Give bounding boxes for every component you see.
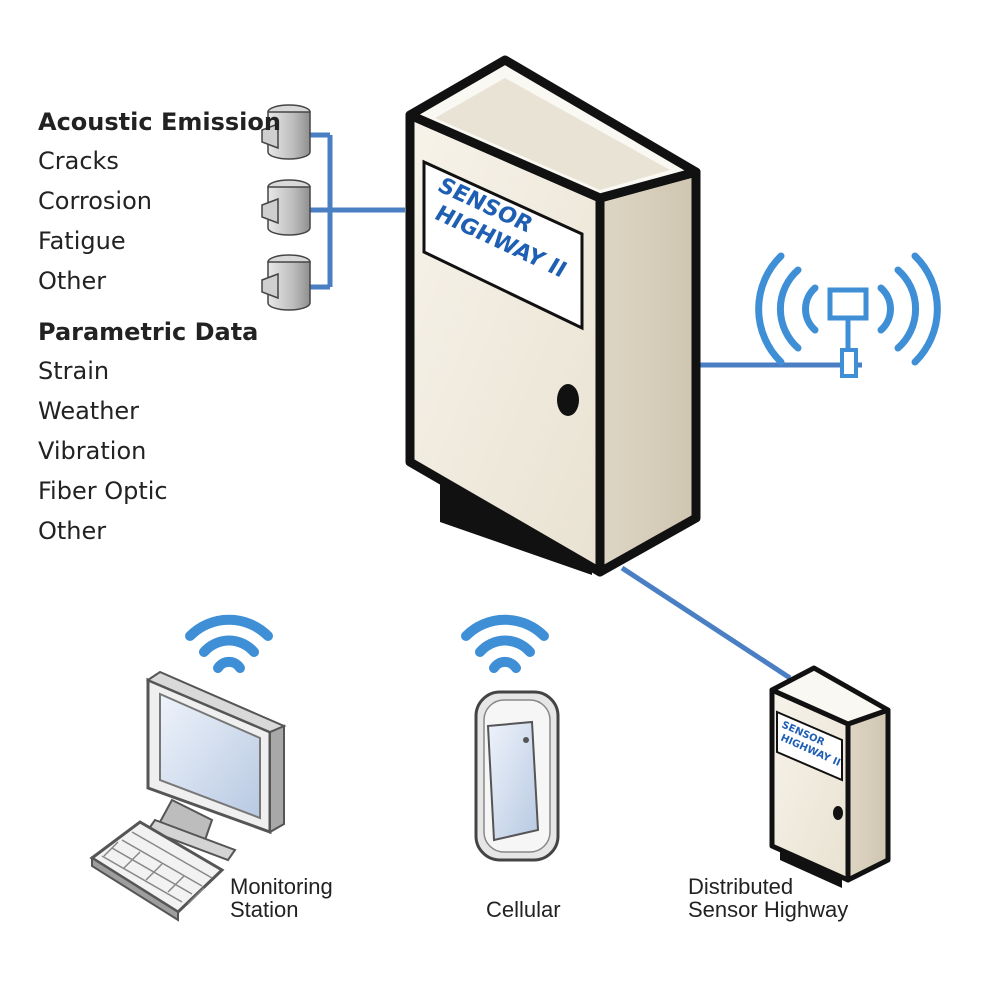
cabinet-lock-icon (557, 384, 579, 416)
monitor-icon (145, 670, 287, 862)
cabinet-icon: SENSOR HIGHWAY II (769, 665, 891, 888)
sensor-icon (261, 104, 311, 160)
acoustic-item-cracks: Cracks (38, 147, 119, 175)
cellular-caption: Cellular (486, 897, 561, 922)
wifi-icon (185, 614, 273, 673)
acoustic-emission-heading: Acoustic Emission (38, 108, 281, 136)
parametric-data-heading: Parametric Data (38, 318, 259, 346)
acoustic-item-fatigue: Fatigue (38, 227, 126, 255)
distributed-caption-line2: Sensor Highway (688, 897, 849, 922)
parametric-item-other: Other (38, 517, 107, 545)
distributed-caption-line1: Distributed (688, 874, 794, 899)
distributed-link-line (620, 565, 792, 681)
sensor-icon (261, 254, 311, 311)
acoustic-item-corrosion: Corrosion (38, 187, 152, 215)
wifi-icon (461, 614, 549, 673)
main-cabinet: SENSOR HIGHWAY II (405, 55, 701, 577)
parametric-item-strain: Strain (38, 357, 110, 385)
parametric-item-vibration: Vibration (38, 437, 147, 465)
parametric-item-weather: Weather (38, 397, 140, 425)
acoustic-item-other: Other (38, 267, 107, 295)
monitoring-station-caption-line2: Station (230, 897, 299, 922)
antenna-icon (755, 252, 941, 378)
sensor-icon (261, 179, 311, 236)
parametric-item-fiber-optic: Fiber Optic (38, 477, 168, 505)
monitoring-station-caption-line1: Monitoring (230, 874, 333, 899)
sensor-bus-lines (310, 132, 405, 290)
phone-icon (474, 690, 560, 862)
keyboard-icon (89, 820, 225, 922)
